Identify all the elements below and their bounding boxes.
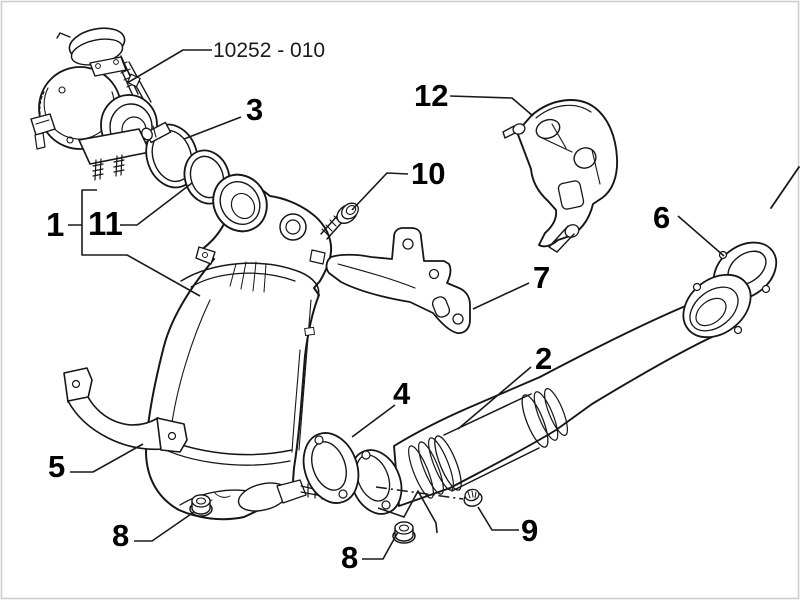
leader-lines	[68, 49, 725, 560]
leader-8b	[362, 531, 399, 560]
callout-6: 6	[653, 200, 670, 235]
leader-1-bracket	[68, 189, 201, 297]
part-nut-9	[463, 488, 483, 507]
part-front-exhaust-pipe	[349, 166, 800, 515]
callout-4: 4	[393, 376, 411, 411]
leader-12	[449, 95, 534, 117]
leader-11	[120, 182, 193, 226]
callout-5: 5	[48, 449, 65, 484]
leader-3	[183, 116, 242, 140]
leader-7	[472, 282, 530, 310]
callout-1: 1	[46, 206, 64, 243]
part-turbocharger	[30, 27, 158, 181]
callout-10: 10	[411, 156, 445, 191]
leader-10	[351, 172, 409, 211]
leader-4	[351, 404, 396, 438]
pipe-flange-edge-line	[770, 166, 800, 209]
callout-7: 7	[533, 260, 550, 295]
part-nut-left-8	[189, 494, 213, 517]
leader-stud-pointer	[377, 490, 438, 534]
part-bracket-upper	[325, 227, 471, 334]
part-nut-lower-8	[392, 521, 416, 544]
callout-8a: 8	[112, 518, 129, 553]
part-support-strap	[63, 367, 188, 453]
callout-12: 12	[414, 78, 448, 113]
callout-9: 9	[521, 513, 538, 548]
callout-ref-label: 10252 - 010	[213, 39, 325, 62]
callout-3: 3	[246, 92, 263, 127]
leader-5	[70, 443, 144, 473]
callout-2: 2	[535, 341, 552, 376]
callout-labels: 10252 - 010 1 11 3 12 10 6 7 2 4 5 8 8 9	[46, 39, 670, 575]
leader-8a	[134, 511, 195, 542]
callout-8b: 8	[341, 540, 358, 575]
leader-2	[457, 366, 532, 430]
leader-6	[677, 215, 725, 257]
part-bracket-side	[502, 99, 619, 253]
assembly-centerline	[375, 486, 464, 500]
leader-9	[477, 506, 519, 531]
part-catalytic-converter	[145, 173, 333, 521]
part-flange-gasket-4	[302, 432, 360, 504]
callout-11: 11	[88, 205, 123, 242]
leader-ref	[126, 49, 212, 84]
